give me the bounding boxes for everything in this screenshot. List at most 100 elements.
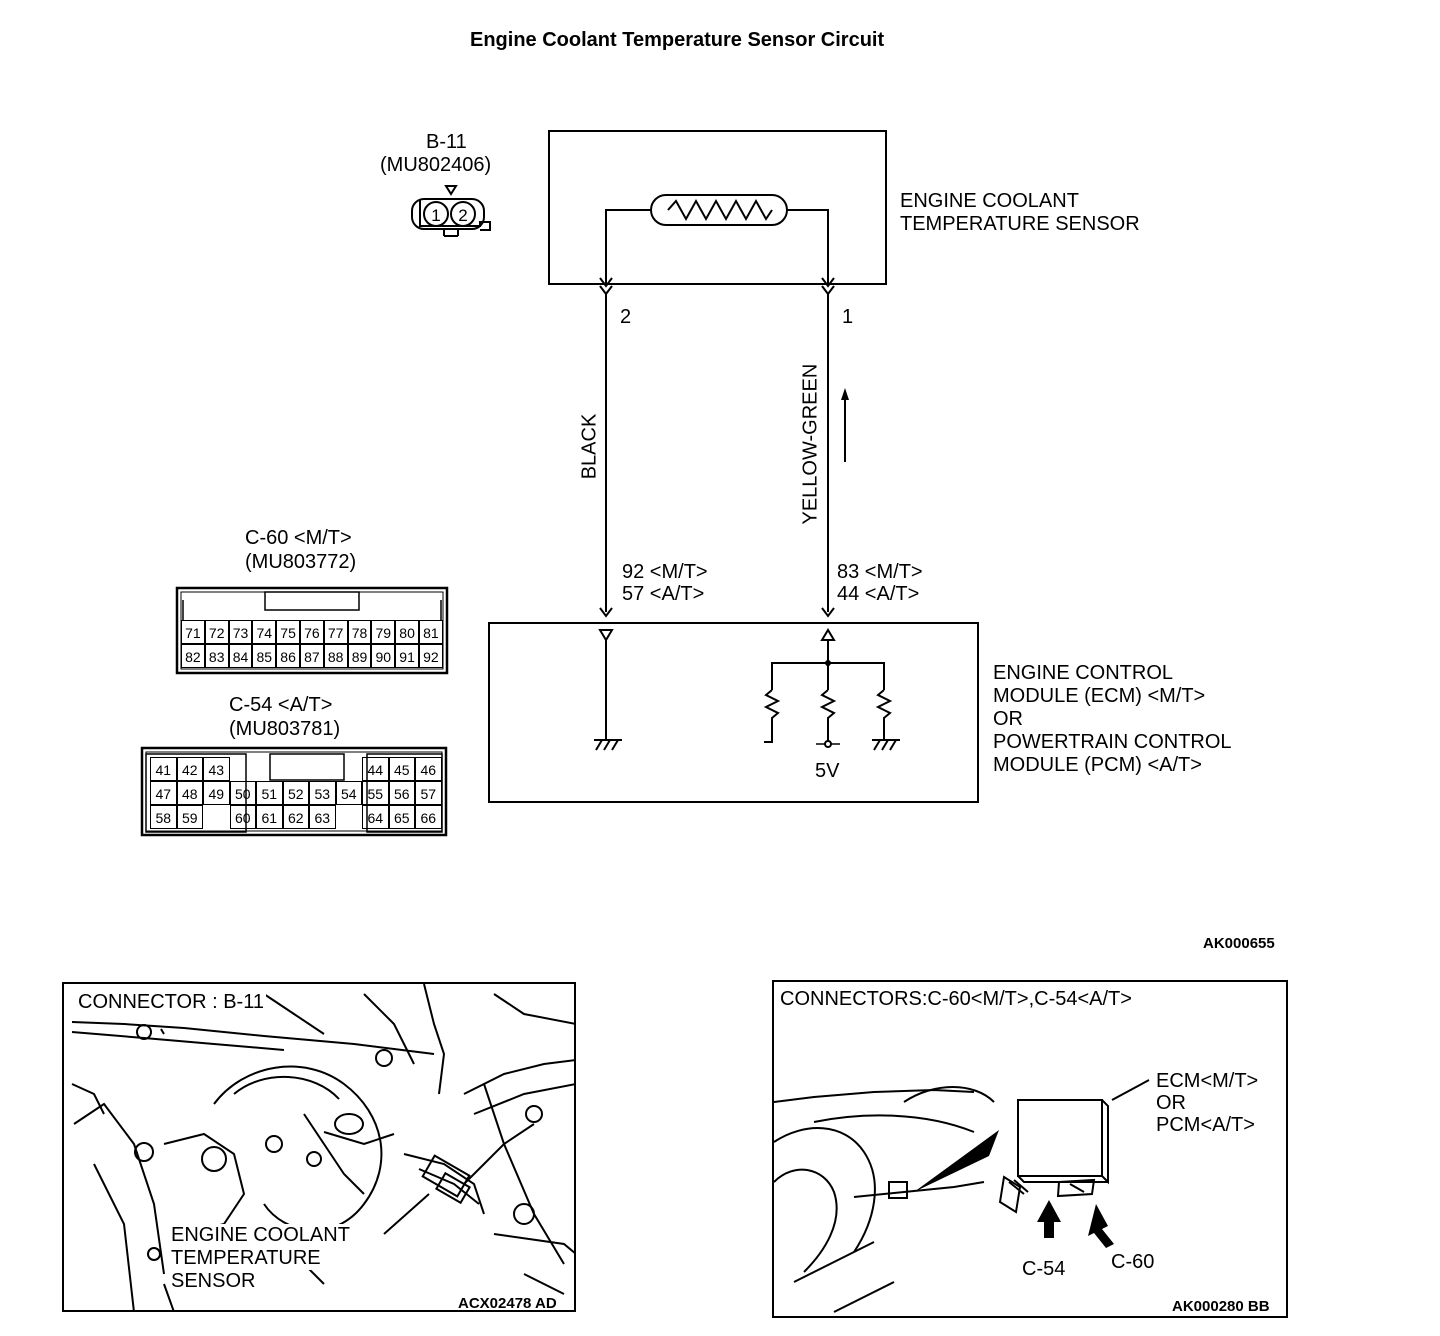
panel-right-ecm-3: PCM<A/T>	[1156, 1114, 1255, 1136]
pin-cell: 41	[150, 757, 177, 781]
pin-cell	[230, 757, 257, 781]
pin-cell: 58	[150, 805, 177, 829]
pin-cell	[203, 805, 230, 829]
panel-left-label-3: SENSOR	[171, 1270, 256, 1293]
b11-connector-icon	[411, 185, 491, 237]
c54-connector-id: C-54 <A/T>	[229, 694, 333, 716]
pin-cell: 61	[256, 805, 283, 829]
panel-left-caption: CONNECTOR : B-11	[76, 991, 266, 1014]
pin-cell: 76	[299, 620, 324, 644]
pin-cell: 74	[252, 620, 277, 644]
pin-cell: 66	[415, 805, 442, 829]
ecm-pin-left-at: 57 <A/T>	[622, 583, 705, 605]
ecm-label-3: OR	[993, 708, 1023, 730]
pin-cell: 90	[371, 644, 396, 668]
pin-cell: 63	[309, 805, 336, 829]
pin-cell: 54	[335, 781, 362, 805]
pin-cell: 79	[371, 620, 396, 644]
resistor	[875, 689, 893, 740]
pin-cell: 57	[415, 781, 442, 805]
pin-cell: 46	[415, 757, 442, 781]
pin-cell: 49	[203, 781, 230, 805]
pin-cell: 64	[362, 805, 389, 829]
pin-cell: 60	[229, 805, 256, 829]
panel-connector-b11: CONNECTOR : B-11 ENGINE COOLANT TEMPERAT…	[62, 982, 576, 1312]
page-title: Engine Coolant Temperature Sensor Circui…	[470, 29, 885, 51]
pin-cell: 43	[203, 757, 230, 781]
ecm-pin-right-mt: 83 <M/T>	[837, 561, 923, 583]
engine-bay-illustration	[71, 984, 574, 1310]
b11-pin-1: 1	[431, 206, 440, 225]
panel-right-ecm-2: OR	[1156, 1092, 1186, 1114]
pin-cell: 88	[323, 644, 348, 668]
panel-right-ref: AK000280 BB	[1172, 1298, 1270, 1315]
pin-cell	[256, 757, 283, 781]
pin-cell: 78	[347, 620, 372, 644]
b11-pin-2: 2	[458, 206, 467, 225]
c60-part-number: (MU803772)	[245, 551, 357, 573]
pin-cell: 71	[181, 620, 205, 644]
ecm-label-4: POWERTRAIN CONTROL	[993, 731, 1232, 753]
ecm-label-5: MODULE (PCM) <A/T>	[993, 754, 1202, 776]
thermistor-zigzag	[667, 198, 773, 222]
pin-cell: 52	[282, 781, 309, 805]
ecm-box	[488, 622, 979, 803]
pin-cell: 92	[418, 644, 443, 668]
panel-left-label-2: TEMPERATURE	[171, 1247, 321, 1270]
c60-connector-id: C-60 <M/T>	[245, 527, 352, 549]
b11-connector-id: B-11	[426, 131, 467, 153]
panel-connectors-c60-c54: CONNECTORS:C-60<M/T>,C-54<A/T> ECM<M/T> …	[772, 980, 1288, 1318]
pin-cell: 82	[181, 644, 205, 668]
dashboard-illustration	[774, 1079, 1150, 1313]
sensor-pin-2: 2	[620, 306, 632, 328]
pin-cell: 89	[347, 644, 372, 668]
pin-cell: 65	[388, 805, 415, 829]
pin-cell	[336, 805, 363, 829]
circuit-schematic: 1 2	[140, 130, 979, 837]
pin-cell: 73	[228, 620, 253, 644]
thermistor-capsule	[650, 194, 788, 226]
pin-cell: 86	[276, 644, 300, 668]
terminal-arrow	[821, 277, 835, 288]
pin-cell: 56	[388, 781, 415, 805]
panel-right-caption: CONNECTORS:C-60<M/T>,C-54<A/T>	[780, 988, 1132, 1010]
pin-cell: 77	[323, 620, 348, 644]
pin-cell: 44	[362, 757, 389, 781]
panel-left-label-1: ENGINE COOLANT	[171, 1224, 350, 1247]
pin-cell: 72	[204, 620, 229, 644]
c54-connector-outline	[140, 746, 448, 837]
sensor-label-2: TEMPERATURE SENSOR	[900, 213, 1140, 235]
pin-cell: 91	[395, 644, 419, 668]
panel-right-arrow-c60: C-60	[1111, 1251, 1155, 1273]
pointer-wedge	[914, 1130, 999, 1192]
figure-ref-main: AK000655	[1203, 935, 1275, 952]
pin-cell: 87	[299, 644, 324, 668]
pin-cell	[283, 757, 310, 781]
ground-symbol	[594, 739, 622, 751]
pin-cell: 48	[176, 781, 203, 805]
pin-cell: 53	[309, 781, 336, 805]
ecm-label-2: MODULE (ECM) <M/T>	[993, 685, 1206, 707]
pin-cell: 75	[276, 620, 300, 644]
panel-right-ecm-1: ECM<M/T>	[1156, 1070, 1259, 1092]
arrow-c60	[1088, 1204, 1114, 1248]
pin-cell: 62	[282, 805, 309, 829]
resistor	[763, 689, 781, 743]
wire-color-yellow-green: YELLOW-GREEN	[799, 363, 822, 525]
sensor-label-1: ENGINE COOLANT	[900, 190, 1079, 212]
terminal-arrow	[599, 277, 613, 288]
ecm-pin-left-mt: 92 <M/T>	[622, 561, 708, 583]
ecm-supply-voltage: 5V	[815, 760, 840, 782]
pin-cell: 81	[418, 620, 443, 644]
pin-cell: 83	[204, 644, 229, 668]
ecm-label-1: ENGINE CONTROL	[993, 662, 1174, 684]
sensor-pin-1: 1	[842, 306, 854, 328]
ground-symbol	[872, 739, 900, 751]
pin-cell: 84	[228, 644, 253, 668]
resistor	[819, 689, 837, 742]
pin-cell: 50	[229, 781, 256, 805]
